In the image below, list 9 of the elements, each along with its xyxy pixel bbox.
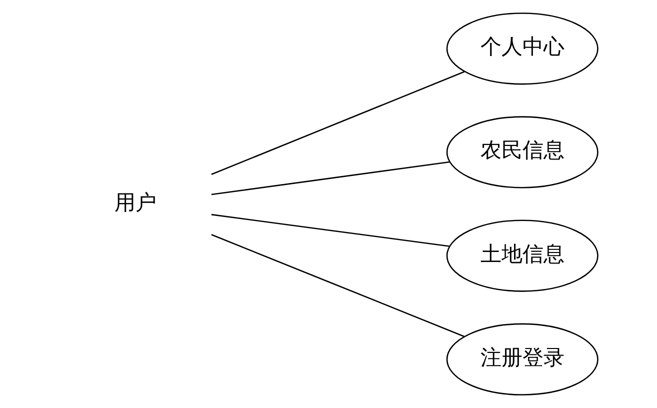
connector [210,161,449,196]
connector [210,234,464,338]
node-ellipse: 土地信息 [446,220,598,292]
connector [210,214,449,247]
connector [210,71,464,175]
node-ellipse: 农民信息 [446,116,598,188]
node-ellipse: 个人中心 [446,12,598,85]
node-text: 用户 [114,190,156,215]
node-ellipse: 注册登录 [446,323,598,396]
